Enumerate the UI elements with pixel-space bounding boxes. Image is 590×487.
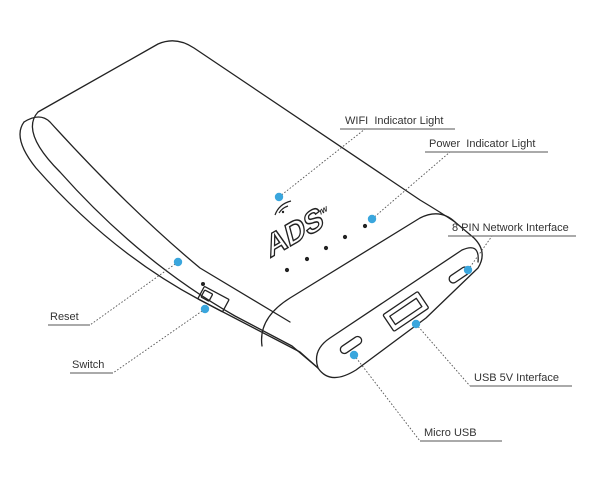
brand-logo: ADS IW [262, 199, 329, 265]
side-switch [197, 286, 230, 313]
callout-markers [173, 192, 473, 360]
network-interface-label: 8 PIN Network Interface [452, 222, 569, 234]
network-leader [467, 235, 493, 271]
end-cap-seam [260, 213, 456, 347]
reset-label: Reset [50, 311, 79, 323]
power-callout-dot [367, 214, 377, 224]
usb5v-callout-dot [411, 319, 421, 329]
power-indicator-label: Power Indicator Light [429, 138, 535, 150]
reset-leader [89, 261, 179, 326]
switch-label: Switch [72, 359, 104, 371]
wifi-icon [274, 200, 292, 216]
switch-callout-dot [200, 304, 210, 314]
callout-leaders [48, 128, 576, 442]
usb-5v-port [382, 291, 429, 332]
power-leader [371, 151, 451, 220]
usb-5v-label: USB 5V Interface [474, 372, 559, 384]
callout-labels: WIFI Indicator Light Power Indicator Lig… [50, 115, 569, 439]
indicator-dots [284, 223, 368, 273]
wifi-leader [278, 128, 366, 198]
power-bank-device: ADS IW [19, 40, 483, 379]
micro-usb-port [339, 335, 363, 355]
switch-leader [112, 308, 206, 374]
device-bottom-edge [19, 121, 319, 369]
device-top-outline [31, 40, 483, 379]
device-left-edge [23, 116, 291, 323]
micro-usb-leader [353, 354, 421, 442]
micro-usb-label: Micro USB [424, 427, 477, 439]
brand-logo-text: ADS [263, 200, 327, 265]
micro-usb-callout-dot [349, 350, 359, 360]
usb5v-leader [415, 323, 471, 387]
wifi-indicator-label: WIFI Indicator Light [345, 115, 443, 127]
reset-hole [201, 282, 205, 286]
reset-callout-dot [173, 257, 183, 267]
wifi-callout-dot [274, 192, 284, 202]
end-face [315, 247, 479, 369]
network-callout-dot [463, 265, 473, 275]
brand-logo-suffix: IW [319, 205, 329, 217]
